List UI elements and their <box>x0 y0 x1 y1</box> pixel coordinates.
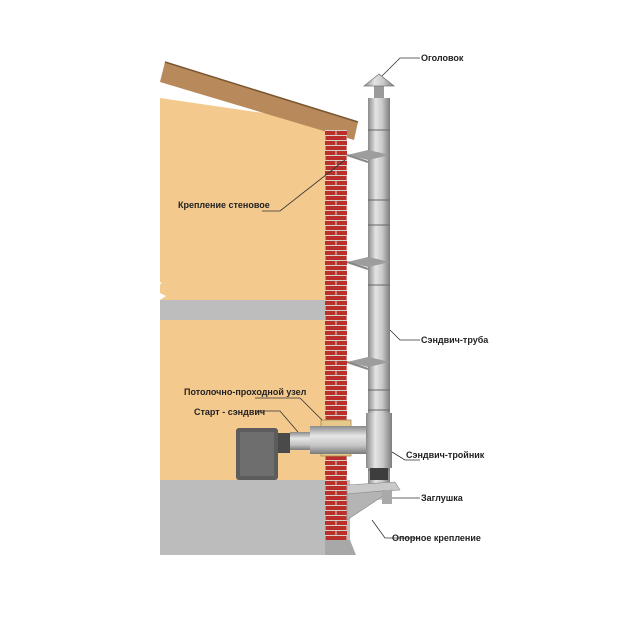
label-start-sandwich: Старт - сэндвич <box>194 407 265 417</box>
vertical-pipe <box>366 98 392 500</box>
leader-lines <box>255 57 420 539</box>
roof <box>160 62 358 140</box>
label-plug: Заглушка <box>421 493 464 503</box>
foundation-edge <box>325 540 356 555</box>
wall-brackets <box>346 150 390 370</box>
label-wall-mount: Крепление стеновое <box>178 200 270 210</box>
house-upper-wall <box>160 98 325 300</box>
label-ceiling-pass-through: Потолочно-проходной узел <box>184 387 307 397</box>
break-mark <box>150 282 166 300</box>
foundation <box>160 480 350 555</box>
brick-wall <box>325 130 347 540</box>
stove <box>236 428 290 480</box>
label-support-mount: Опорное крепление <box>392 533 481 543</box>
label-cap: Оголовок <box>421 53 464 63</box>
label-sandwich-tee: Сэндвич-тройник <box>406 450 485 460</box>
floor-slab <box>160 300 325 320</box>
support-bracket <box>346 481 401 521</box>
chimney-cap <box>362 73 396 98</box>
label-sandwich-pipe: Сэндвич-труба <box>421 335 489 345</box>
